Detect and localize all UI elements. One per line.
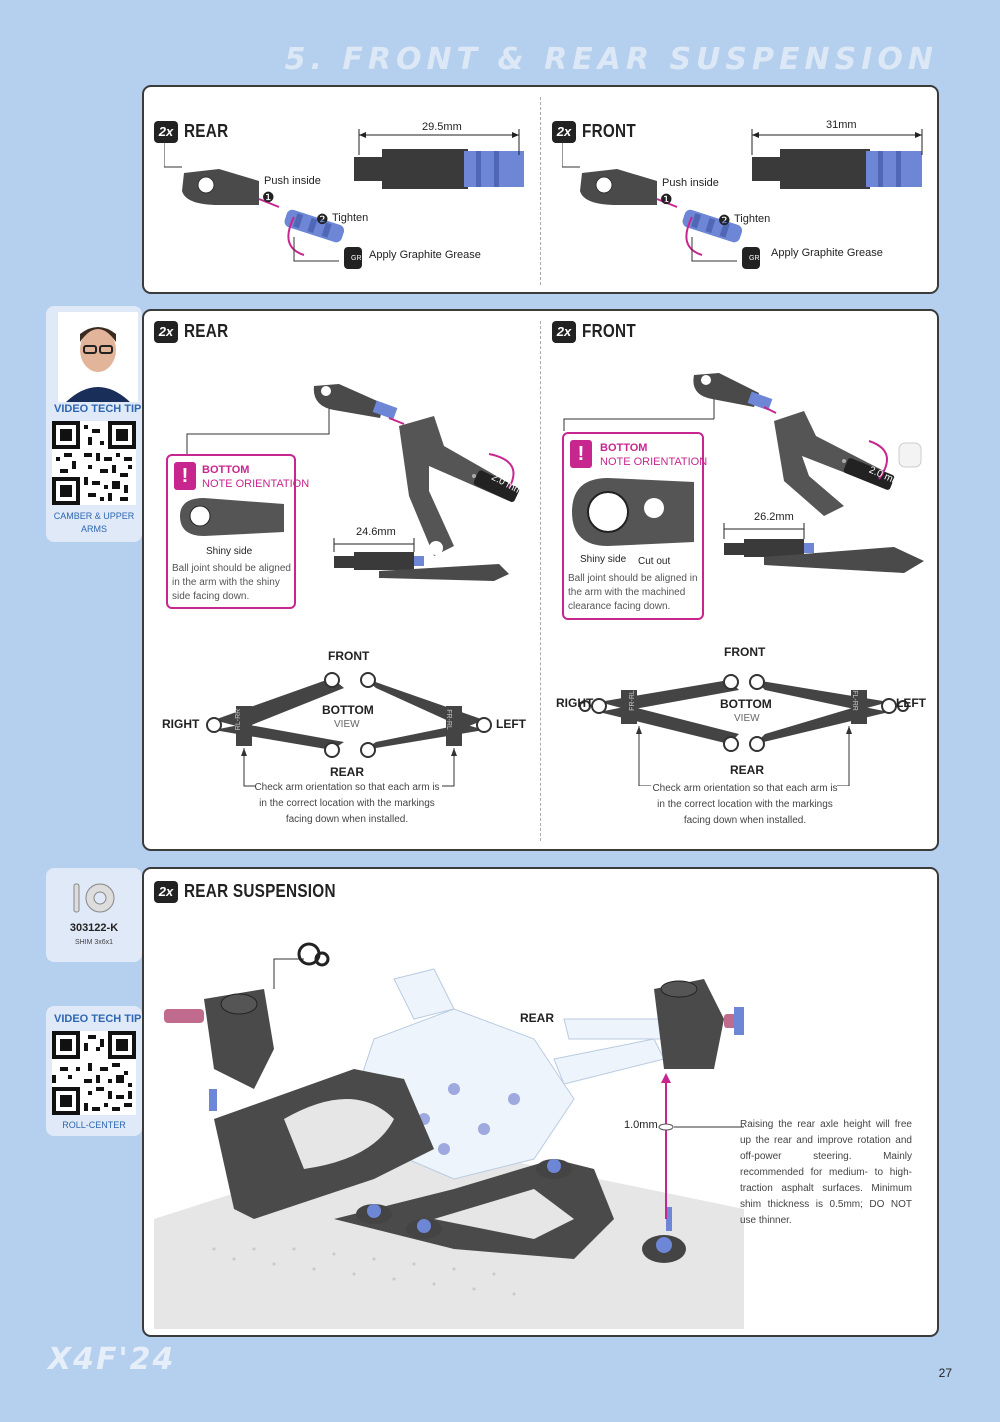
panel-camber-arms: 2x REAR 2.0 mm 24.6mm ! BOTTOM NOTE ORIE…	[142, 309, 939, 851]
note-heading: BOTTOM	[600, 442, 648, 454]
part-tab-shim: 303122-K SHIM 3x6x1	[46, 868, 142, 962]
section-title-front: FRONT	[582, 121, 636, 141]
step-one-marker: ❶	[660, 191, 673, 207]
part-description: SHIM 3x6x1	[74, 939, 114, 946]
bottom-view-title: BOTTOM	[720, 697, 772, 711]
orientation-note-box: ! BOTTOM NOTE ORIENTATION Shiny side Cut…	[562, 432, 708, 620]
gr-icon: GR	[749, 255, 760, 262]
left-direction-label: LEFT	[496, 717, 526, 731]
section-title-rear-suspension: REAR SUSPENSION	[184, 881, 336, 901]
qr-code[interactable]	[52, 1031, 136, 1115]
shiny-side-label: Shiny side	[206, 546, 253, 557]
rear-arm-bottom-view	[206, 672, 492, 787]
video-tip-tab-camber[interactable]: VIDEO TECH TIP CAMBER & UPPER ARMS	[46, 306, 142, 542]
note-text: Ball joint should be aligned in the arm …	[172, 563, 291, 602]
dimension-label: 31mm	[826, 119, 857, 131]
warning-icon: !	[174, 462, 196, 490]
grease-label: Apply Graphite Grease	[771, 247, 883, 259]
front-direction-label: FRONT	[724, 645, 766, 659]
push-inside-label: Push inside	[264, 175, 321, 187]
rear-direction-label: REAR	[330, 765, 365, 779]
quantity-badge: 2x	[154, 121, 178, 143]
rear-direction-label: REAR	[730, 763, 765, 777]
orientation-check-note: Check arm orientation so that each arm i…	[652, 783, 838, 826]
front-direction-label: FRONT	[328, 649, 370, 663]
front-camber-link-illustration	[563, 373, 924, 573]
step-one-marker: ❶	[262, 189, 275, 205]
step-two-marker: ❷	[718, 212, 731, 228]
warning-icon: !	[570, 440, 592, 468]
note-text: Ball joint should be aligned in the arm …	[568, 573, 698, 612]
bottom-view-title: BOTTOM	[322, 703, 374, 717]
quantity-badge: 2x	[154, 881, 178, 903]
panel-divider	[540, 97, 541, 285]
page-number: 27	[938, 1366, 952, 1380]
note-subheading: NOTE ORIENTATION	[600, 456, 708, 468]
quantity-badge: 2x	[552, 321, 576, 343]
section-title-front: FRONT	[582, 321, 636, 341]
panel-turnbuckles: 2x REAR 29.5mm Push inside ❶ ❷ Tig	[142, 85, 939, 294]
quantity-badge: 2x	[552, 121, 576, 143]
section-title-rear: REAR	[184, 321, 229, 341]
ball-cup-illustration	[180, 498, 284, 536]
view-label: VIEW	[734, 713, 760, 724]
rear-camber-link-illustration	[186, 384, 520, 581]
rear-suspension-assembly-illustration	[154, 942, 744, 1329]
grease-label: Apply Graphite Grease	[369, 249, 481, 261]
right-direction-label: RIGHT	[556, 696, 594, 710]
video-tech-tip-label: VIDEO TECH TIP	[54, 1013, 142, 1025]
orientation-note-box: ! BOTTOM NOTE ORIENTATION Shiny side Bal…	[166, 454, 309, 609]
push-inside-label: Push inside	[662, 177, 719, 189]
view-label: VIEW	[334, 719, 360, 730]
note-heading: BOTTOM	[202, 464, 250, 476]
video-caption-line1: CAMBER & UPPER	[53, 511, 135, 521]
dimension-label: 24.6mm	[356, 526, 396, 538]
video-tip-tab-roll-center[interactable]: VIDEO TECH TIP ROLL-CENTER	[46, 1006, 142, 1136]
orientation-check-note: Check arm orientation so that each arm i…	[254, 782, 440, 825]
dimension-label: 26.2mm	[754, 511, 794, 523]
video-caption-line2: ARMS	[80, 524, 107, 534]
panel-rear-suspension: 2x REAR SUSPENSION	[142, 867, 939, 1337]
left-direction-label: LEFT	[896, 696, 926, 710]
gr-icon: GR	[351, 255, 362, 262]
roll-center-note: Raising the rear axle height will free u…	[740, 1119, 912, 1226]
presenter-photo	[58, 312, 138, 402]
rear-direction-label: REAR	[520, 1011, 555, 1025]
tighten-label: Tighten	[332, 212, 369, 224]
rear-turnbuckle-illustration	[164, 129, 524, 269]
video-caption: ROLL-CENTER	[62, 1120, 126, 1130]
shim-thickness-label: 1.0mm	[624, 1119, 658, 1131]
right-direction-label: RIGHT	[162, 717, 200, 731]
part-number: 303122-K	[69, 922, 119, 934]
arm-marking: RL-RR	[235, 708, 243, 731]
panel-divider	[540, 321, 541, 841]
note-subheading: NOTE ORIENTATION	[202, 478, 310, 490]
ball-cup-cutout-illustration	[572, 478, 694, 546]
arm-marking: FL-RR	[850, 690, 858, 711]
front-turnbuckle-illustration	[562, 129, 923, 269]
shim-icon	[73, 883, 115, 913]
step-two-marker: ❷	[316, 211, 329, 227]
front-arm-bottom-view	[579, 674, 909, 786]
video-tech-tip-label: VIDEO TECH TIP	[54, 403, 142, 415]
arm-marking: FR-RL	[444, 709, 452, 730]
qr-code[interactable]	[52, 421, 136, 505]
tighten-label: Tighten	[734, 213, 771, 225]
quantity-badge: 2x	[154, 321, 178, 343]
arm-marking: FR-RL	[628, 690, 636, 711]
page-title: 5. FRONT & REAR SUSPENSION	[284, 42, 938, 77]
dimension-label: 29.5mm	[422, 121, 462, 133]
shiny-side-label: Shiny side	[580, 554, 627, 565]
cut-out-label: Cut out	[638, 556, 671, 567]
section-title-rear: REAR	[184, 121, 229, 141]
product-logo: X4F'24	[48, 1342, 176, 1377]
